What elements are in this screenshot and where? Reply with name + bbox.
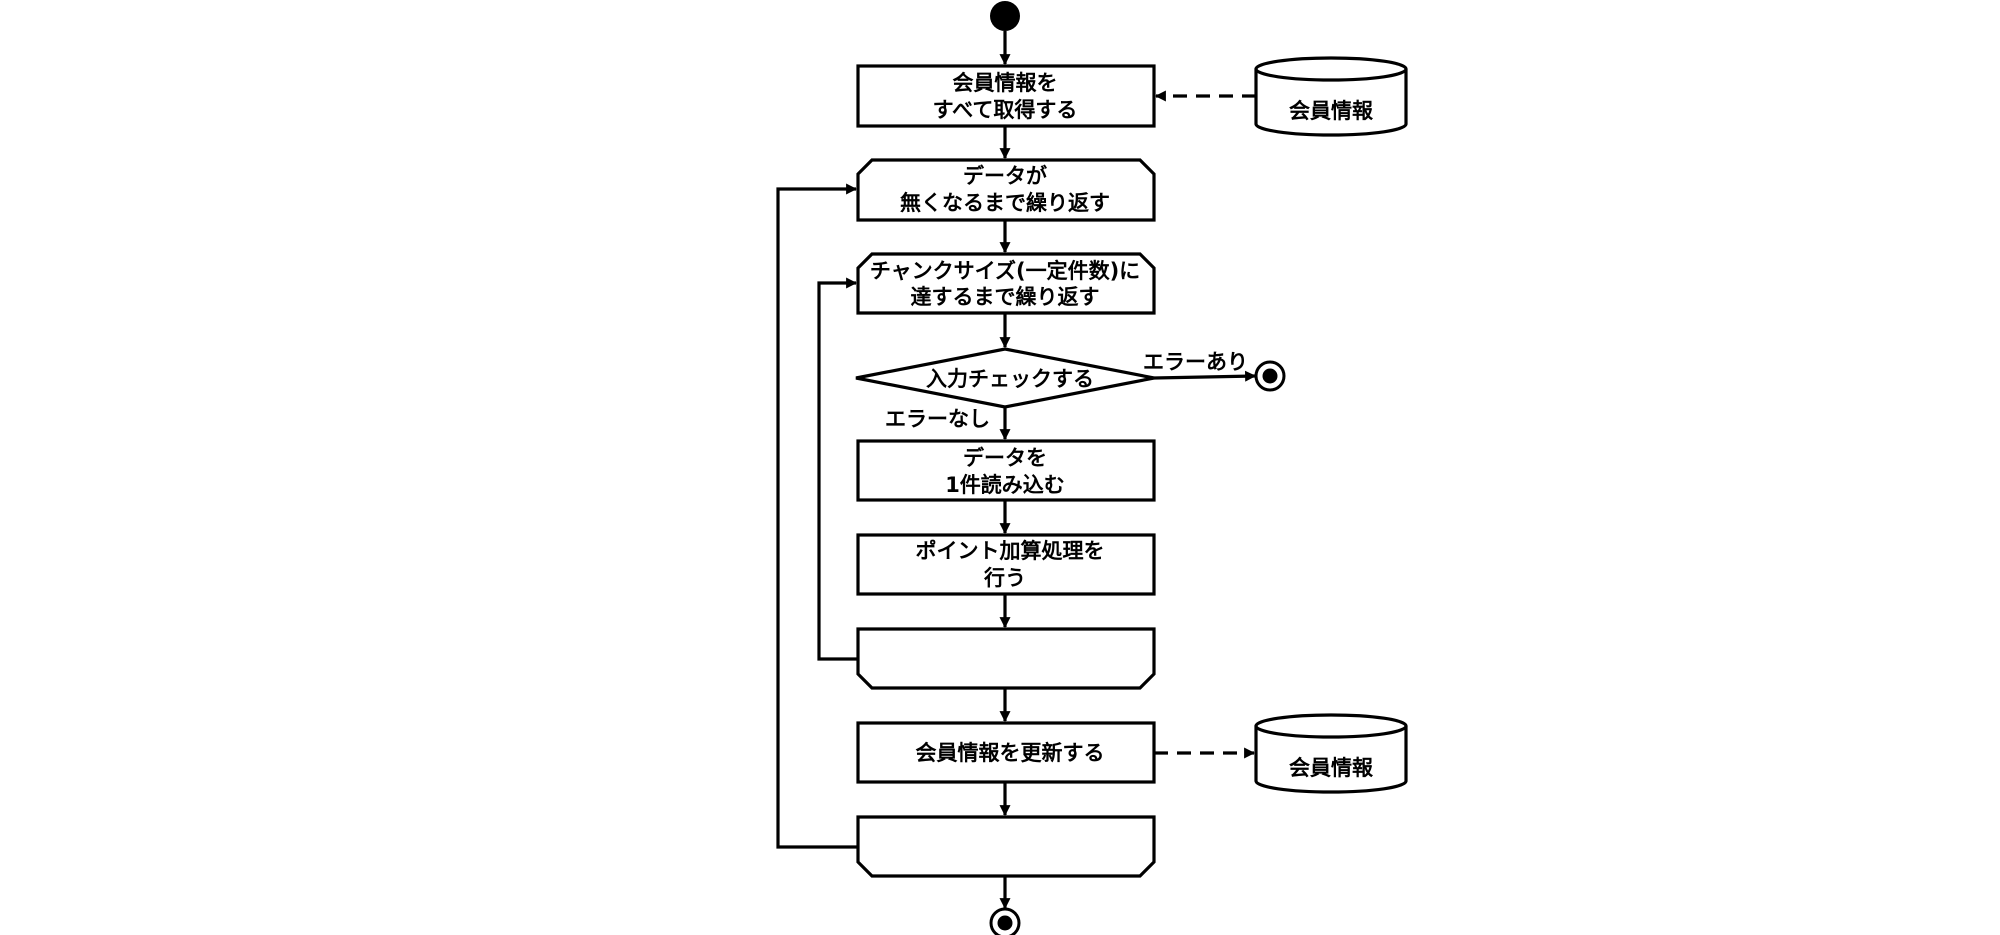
start-node [990,1,1020,31]
loop-end-data [856,815,1156,878]
node-add-points-line2: 行う [983,566,1026,590]
end-node-error [1254,360,1286,392]
decision-input-check-label: 入力チェックする [926,367,1094,391]
node-get-all-members: 会員情報を すべて取得する [856,64,1156,128]
end-node-final [989,907,1021,935]
node-update-members: 会員情報を更新する [856,721,1156,784]
node-read-one-line1: データを [963,446,1047,470]
loop-chunk-line1: チャンクサイズ(一定件数)に [870,259,1140,283]
node-read-one-line2: 1件読み込む [945,473,1065,497]
edge-loop-data-back [776,183,858,849]
loop-data-line1: データが [963,164,1047,188]
loop-start-until-no-data: データが 無くなるまで繰り返す [856,158,1156,222]
loop-end-chunk [856,627,1156,690]
datastore-source-label: 会員情報 [1289,99,1374,123]
node-update-members-label: 会員情報を更新する [916,741,1105,765]
datastore-target-label: 会員情報 [1289,756,1374,780]
loop-start-until-chunk-size: チャンクサイズ(一定件数)に 達するまで繰り返す [856,252,1156,315]
datastore-source-members: 会員情報 [1254,56,1408,137]
edge-label-error-no: エラーなし [885,407,990,431]
loop-data-line2: 無くなるまで繰り返す [900,191,1110,215]
node-add-points: ポイント加算処理を 行う [856,533,1156,596]
loop-chunk-line2: 達するまで繰り返す [911,285,1100,309]
decision-input-check: 入力チェックする [855,347,1155,409]
node-get-all-line2: すべて取得する [933,98,1078,122]
node-read-one: データを 1件読み込む [856,439,1156,502]
node-add-points-line1: ポイント加算処理を [916,539,1105,563]
datastore-target-members: 会員情報 [1254,713,1408,794]
edge-loop-chunk-back [817,277,858,661]
edge-input-check-error [1153,370,1257,382]
node-get-all-line1: 会員情報を [953,71,1058,95]
edge-label-error-yes: エラーあり [1143,350,1248,374]
